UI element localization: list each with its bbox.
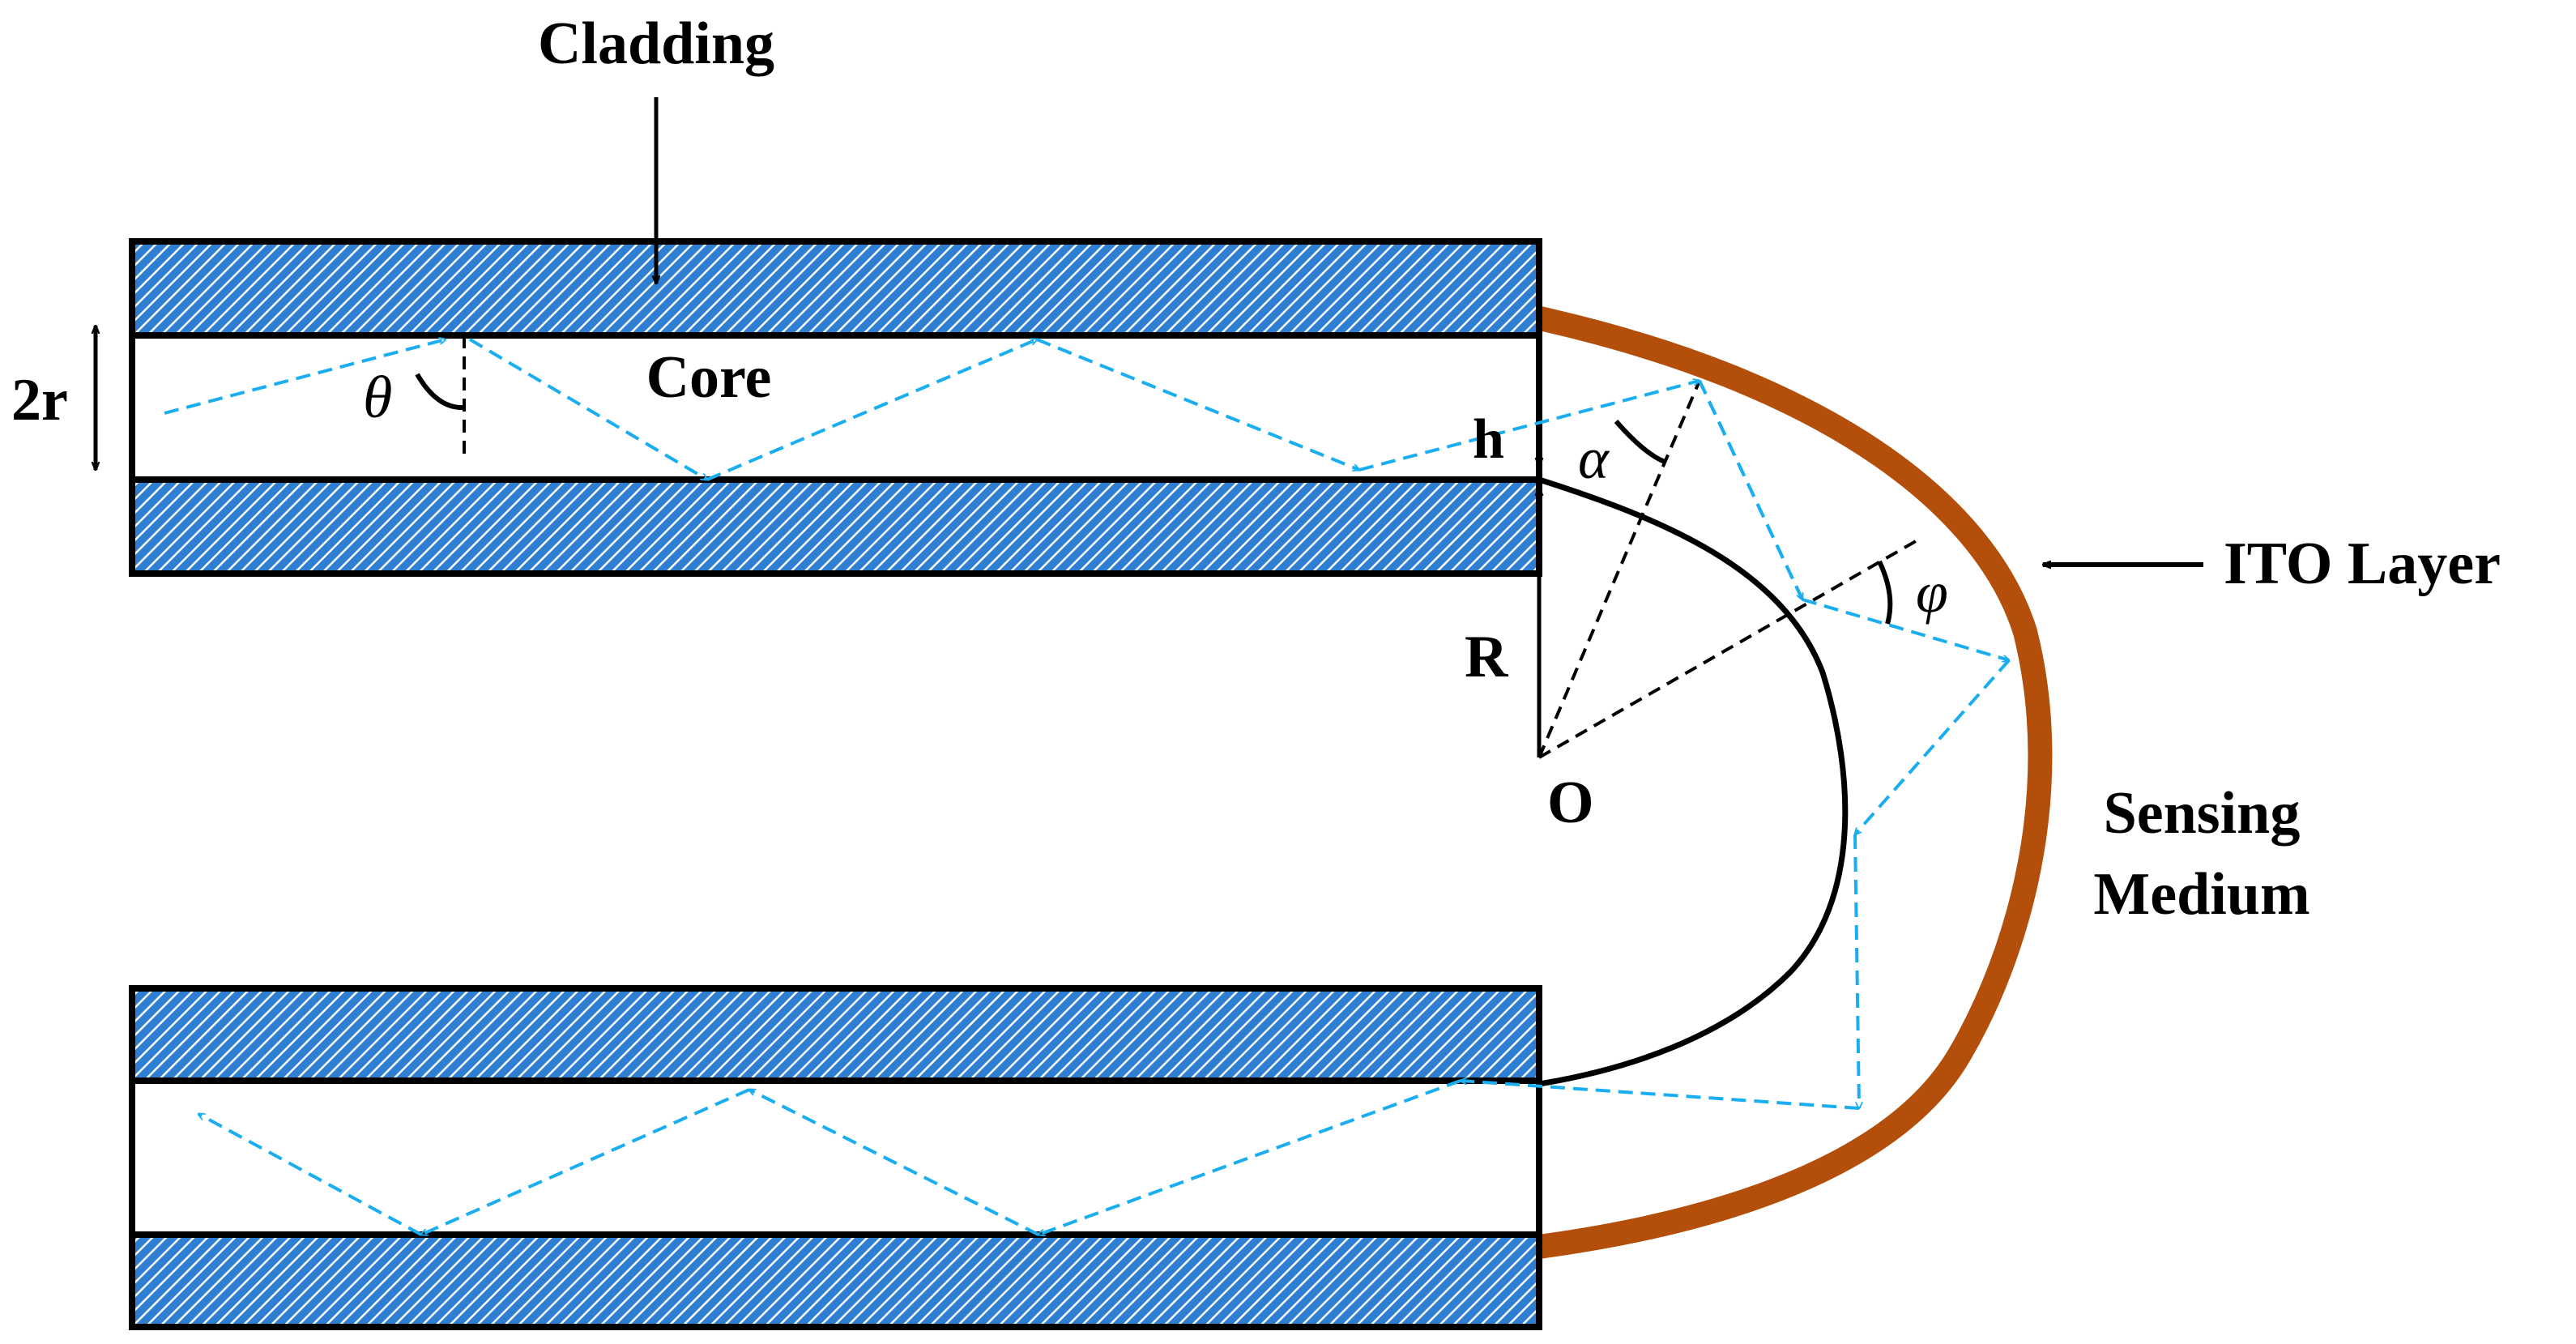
upper-cladding-bottom [129, 476, 1542, 577]
light-rays [164, 339, 2009, 1235]
phi-label: φ [1916, 560, 1948, 625]
ray [749, 1088, 1039, 1236]
sensing-medium-label-2: Medium [2093, 861, 2309, 928]
lower-fiber [129, 985, 1542, 1330]
theta-arc [415, 373, 465, 411]
ito-layer [1529, 305, 2053, 1260]
origin-label: O [1547, 770, 1594, 836]
ray [1036, 338, 1359, 470]
upper-cladding-top [129, 238, 1542, 339]
ray [1039, 1079, 1461, 1235]
cladding-label: Cladding [538, 11, 774, 77]
ray [198, 1112, 422, 1236]
inner-bend-curve [1537, 476, 1849, 1087]
upper-core [129, 332, 1542, 483]
lower-core [129, 1077, 1542, 1238]
h-label: h [1473, 408, 1504, 471]
ray [164, 339, 446, 415]
ray [1853, 834, 1859, 1108]
core-label: Core [646, 344, 772, 411]
alpha-label: α [1578, 426, 1610, 491]
ray [1802, 598, 2009, 660]
lower-cladding-top [129, 985, 1542, 1084]
diameter-label: 2r [11, 367, 68, 433]
radius-line-alpha [1537, 380, 1701, 758]
theta-label: θ [363, 365, 392, 431]
geometry-lines [463, 335, 1917, 759]
lower-cladding-bottom [129, 1231, 1542, 1330]
ray [706, 339, 1037, 481]
ray [1358, 381, 1700, 471]
sensing-medium-label-1: Sensing [2104, 780, 2301, 847]
ray [1698, 380, 1804, 600]
ray [1855, 659, 2011, 834]
upper-fiber [129, 238, 1542, 577]
alpha-arc [1614, 420, 1666, 464]
ito-layer-label: ITO Layer [2224, 531, 2501, 597]
phi-arc [1877, 560, 1893, 625]
ray [421, 1088, 750, 1236]
ray [468, 338, 707, 481]
radius-line-phi [1538, 540, 1917, 759]
r-label: R [1465, 624, 1509, 690]
